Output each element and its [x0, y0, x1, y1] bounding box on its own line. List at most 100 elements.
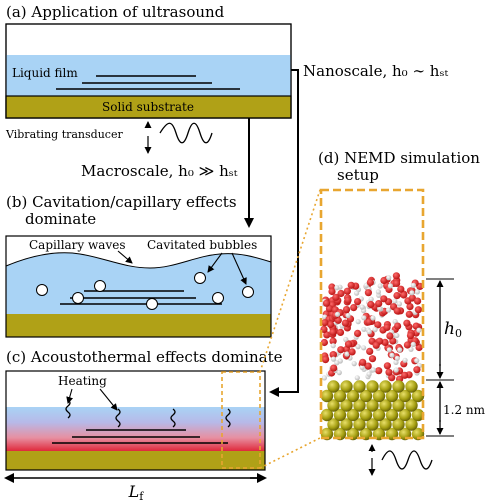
substrate-atom	[385, 408, 399, 422]
substrate-atom	[398, 389, 412, 403]
oxygen-atom	[383, 323, 391, 331]
panel-b-title-line1: (b) Cavitation/capillary effects	[6, 193, 237, 211]
oxygen-atom	[397, 285, 405, 293]
hydrogen-atom	[377, 306, 383, 312]
substrate-atom	[392, 380, 405, 393]
hydrogen-atom	[410, 341, 416, 347]
highlight-box-large	[319, 188, 425, 440]
oxygen-atom	[393, 307, 401, 315]
oxygen-atom	[394, 322, 402, 330]
substrate-atom	[392, 399, 405, 412]
substrate-atom	[385, 389, 399, 403]
hydrogen-atom	[416, 327, 422, 333]
oxygen-atom	[393, 292, 401, 300]
hydrogen-atom	[408, 346, 414, 352]
oxygen-atom	[375, 367, 383, 375]
hydrogen-atom	[394, 332, 400, 339]
hydrogen-atom	[409, 290, 415, 296]
hydrogen-atom	[366, 371, 372, 377]
oxygen-atom	[348, 348, 356, 356]
oxygen-atom	[401, 371, 409, 379]
hydrogen-atom	[372, 327, 378, 333]
oxygen-atom	[329, 351, 337, 359]
nanoscale-label: Nanoscale, h₀ ∼ hₛₜ	[303, 62, 449, 80]
hydrogen-atom	[321, 375, 327, 381]
oxygen-atom	[328, 287, 336, 296]
panel-c-title: (c) Acoustothermal effects dominate	[6, 348, 283, 366]
capillary-pointer	[117, 250, 133, 264]
panel-a-title: (a) Application of ultrasound	[6, 3, 225, 21]
oxygen-atom	[372, 341, 380, 349]
hydrogen-atom	[370, 367, 376, 373]
oxygen-atom	[393, 279, 401, 287]
water-molecules-layer	[320, 272, 424, 383]
oxygen-atom	[366, 347, 374, 355]
cavitated-bubbles-label: Cavitated bubbles	[147, 238, 257, 252]
substrate-atom	[392, 418, 405, 431]
hydrogen-atom	[393, 359, 399, 365]
hydrogen-atom	[354, 375, 360, 381]
oxygen-atom	[400, 291, 408, 299]
hydrogen-atom	[334, 360, 340, 366]
heating-pointers	[66, 388, 118, 411]
substrate-atom	[405, 380, 418, 393]
capillary-waves-label: Capillary waves	[29, 238, 125, 252]
heating-squiggles	[65, 399, 231, 428]
oxygen-atom	[341, 319, 349, 327]
transducer-label: Vibrating transducer	[5, 128, 123, 141]
hydrogen-atom	[387, 283, 393, 289]
substrate-atom	[320, 408, 334, 422]
substrate-atom	[366, 399, 379, 412]
hydrogen-atom	[397, 347, 403, 353]
oxygen-atom	[386, 332, 394, 340]
substrate-atoms-layer	[320, 380, 425, 441]
oxygen-atom	[322, 299, 331, 307]
hydrogen-atom	[394, 355, 400, 361]
substrate-atom	[379, 418, 392, 431]
substrate-atom	[346, 389, 360, 403]
hydrogen-atom	[330, 356, 337, 362]
substrate-atom	[359, 408, 373, 422]
substrate-atom	[372, 408, 386, 422]
hydrogen-atom	[351, 361, 357, 367]
substrate-atom	[346, 408, 360, 422]
panel-c-heated-liquid	[6, 407, 265, 451]
substrate-atom	[333, 389, 347, 403]
oxygen-atom	[403, 341, 411, 349]
hydrogen-atom	[345, 312, 351, 319]
substrate-atom	[398, 408, 412, 422]
substrate-atom	[327, 399, 340, 412]
macroscale-label: Macroscale, h₀ ≫ hₛₜ	[81, 162, 238, 180]
oxygen-atom	[385, 368, 393, 376]
substrate-atom	[353, 380, 366, 393]
substrate-atom	[353, 399, 366, 412]
hydrogen-atom	[344, 351, 350, 357]
hydrogen-atom	[370, 315, 376, 321]
hydrogen-atom	[414, 358, 420, 364]
hydrogen-atom	[410, 282, 416, 288]
h0-dimension	[426, 278, 454, 437]
oxygen-atom	[380, 295, 388, 303]
hydrogen-atom	[393, 367, 399, 373]
hydrogen-atom	[361, 315, 367, 321]
hydrogen-atom	[392, 298, 398, 304]
panel-b-title-line2: dominate	[25, 210, 96, 228]
hydrogen-atom	[336, 370, 342, 376]
oxygen-atom	[342, 306, 351, 314]
oxygen-atom	[392, 272, 400, 280]
oxygen-atom	[374, 321, 382, 329]
hydrogen-atom	[334, 285, 340, 291]
hydrogen-atom	[355, 344, 361, 350]
panel-c-substrate	[6, 451, 265, 470]
oxygen-atom	[367, 300, 375, 309]
hydrogen-atom	[334, 311, 341, 317]
length-label: Lf	[128, 482, 145, 500]
oxygen-atom	[350, 304, 358, 312]
panel-b-box	[5, 235, 272, 338]
oxygen-atom	[320, 338, 328, 347]
oxygen-atom	[345, 340, 353, 348]
capillary-wave-line	[5, 252, 272, 269]
substrate-atom	[379, 380, 392, 393]
hydrogen-atom	[389, 352, 395, 358]
